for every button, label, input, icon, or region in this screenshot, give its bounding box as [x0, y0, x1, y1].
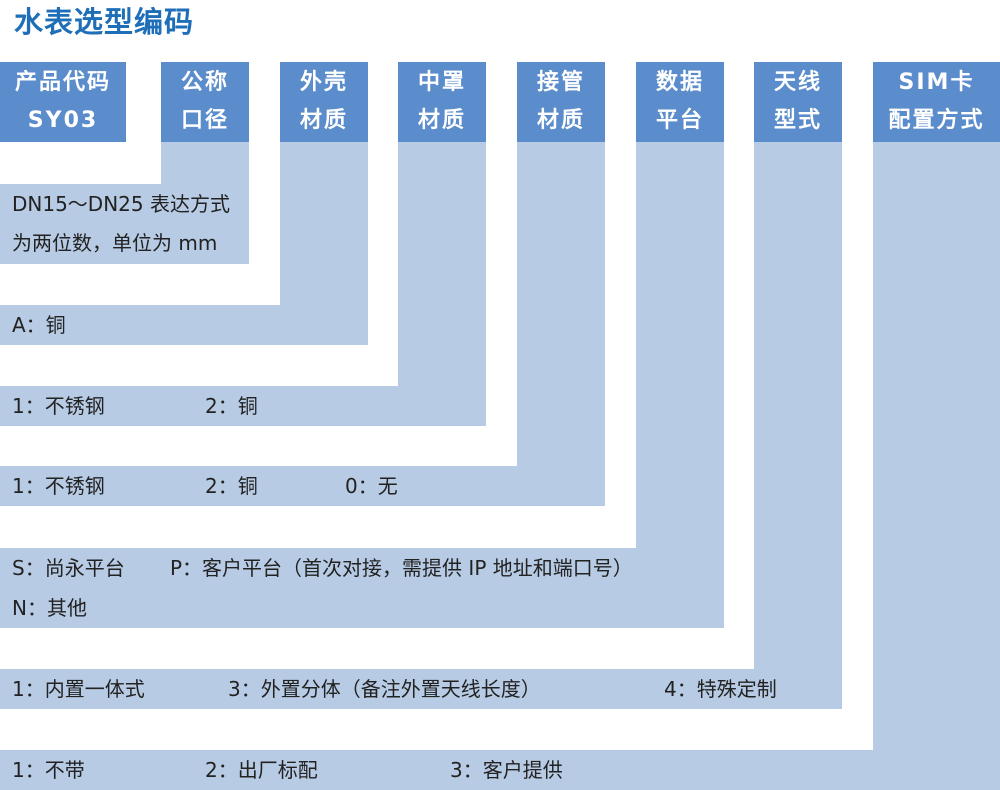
band-pipe: 1：不锈钢 2：铜 0：无 — [0, 466, 605, 506]
header-line: 口径 — [180, 108, 229, 133]
header-pipe-material: 接管 材质 — [517, 62, 605, 142]
antenna-option: 1：内置一体式 — [12, 677, 145, 701]
band-platform: S：尚永平台 P：客户平台（首次对接，需提供 IP 地址和端口号） N：其他 — [0, 548, 724, 628]
header-line: 材质 — [536, 108, 585, 133]
header-line: 产品代码 — [14, 70, 111, 95]
platform-option: S：尚永平台 — [12, 556, 125, 580]
header-cover-material: 中罩 材质 — [398, 62, 486, 142]
pipe-option: 0：无 — [345, 474, 398, 498]
header-line: 材质 — [417, 108, 466, 133]
header-line: 接管 — [536, 70, 585, 95]
connector-pipe — [517, 142, 605, 466]
connector-platform — [636, 142, 724, 548]
band-sim: 1：不带 2：出厂标配 3：客户提供 — [0, 750, 1000, 790]
header-line: 数据 — [655, 70, 704, 95]
header-line: 平台 — [655, 108, 704, 133]
header-sim-config: SIM卡 配置方式 — [873, 62, 1000, 142]
header-line: 型式 — [773, 108, 822, 133]
band-cover: 1：不锈钢 2：铜 — [0, 386, 486, 426]
header-line: SY03 — [27, 108, 99, 133]
header-nominal-caliber: 公称 口径 — [161, 62, 249, 142]
cover-option: 2：铜 — [205, 394, 258, 418]
sim-option: 3：客户提供 — [450, 758, 563, 782]
antenna-option: 4：特殊定制 — [664, 677, 777, 701]
header-product-code: 产品代码 SY03 — [0, 62, 126, 142]
connector-antenna — [754, 142, 842, 669]
caliber-line: 为两位数，单位为 mm — [12, 231, 218, 255]
page-title: 水表选型编码 — [14, 5, 195, 39]
header-line: 公称 — [180, 70, 229, 95]
band-antenna: 1：内置一体式 3：外置分体（备注外置天线长度） 4：特殊定制 — [0, 669, 842, 709]
platform-option: P：客户平台（首次对接，需提供 IP 地址和端口号） — [170, 556, 633, 580]
connector-caliber — [161, 142, 249, 184]
header-line: 中罩 — [417, 70, 466, 95]
header-line: 配置方式 — [888, 108, 985, 133]
header-shell-material: 外壳 材质 — [280, 62, 368, 142]
header-line: 材质 — [299, 108, 348, 133]
antenna-option: 3：外置分体（备注外置天线长度） — [228, 677, 541, 701]
header-antenna-type: 天线 型式 — [754, 62, 842, 142]
header-line: SIM卡 — [898, 70, 975, 95]
sim-option: 1：不带 — [12, 758, 85, 782]
caliber-line: DN15～DN25 表达方式 — [12, 192, 230, 216]
pipe-option: 1：不锈钢 — [12, 474, 105, 498]
band-shell: A：铜 — [0, 305, 368, 345]
pipe-option: 2：铜 — [205, 474, 258, 498]
connector-sim — [873, 142, 1000, 750]
connector-cover — [398, 142, 486, 386]
header-line: 外壳 — [299, 70, 348, 95]
header-line: 天线 — [773, 70, 822, 95]
shell-option: A：铜 — [12, 313, 66, 337]
sim-option: 2：出厂标配 — [205, 758, 318, 782]
platform-option: N：其他 — [12, 596, 87, 620]
connector-shell — [280, 142, 368, 305]
header-data-platform: 数据 平台 — [636, 62, 724, 142]
band-caliber: DN15～DN25 表达方式 为两位数，单位为 mm — [0, 184, 249, 264]
cover-option: 1：不锈钢 — [12, 394, 105, 418]
